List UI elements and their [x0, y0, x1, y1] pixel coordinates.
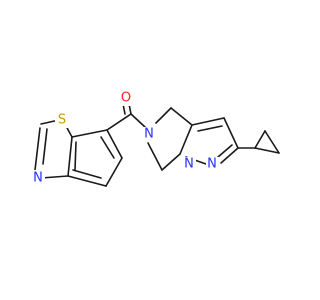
bond: [130, 113, 146, 128]
bond: [34, 127, 41, 171]
bond: [71, 129, 108, 138]
atom-label-n-amide: N: [144, 127, 154, 142]
atom-layer: S N O N N N: [32, 91, 219, 186]
bond: [106, 113, 132, 131]
bond: [254, 147, 280, 154]
amide-nitrogen-atom: N: [142, 127, 155, 142]
atom-label-n-thiazole: N: [33, 171, 43, 186]
bond: [220, 147, 239, 164]
bond: [179, 124, 193, 155]
bond: [264, 130, 280, 154]
bond: [72, 169, 102, 179]
bond: [106, 129, 123, 159]
bond: [197, 125, 223, 132]
atom-label-s: S: [58, 113, 66, 128]
bond-layer: [34, 103, 280, 187]
bond: [100, 136, 115, 159]
pyrazole-nitrogen-atom-2: N: [206, 157, 219, 172]
bond: [67, 136, 73, 177]
bond: [105, 157, 123, 187]
bond: [147, 142, 163, 171]
bond: [74, 141, 77, 171]
bond: [161, 153, 181, 171]
bond: [40, 175, 69, 179]
bond: [67, 175, 107, 187]
atom-label-n-pyrazole-1: N: [184, 157, 194, 172]
atom-label-n-pyrazole-2: N: [207, 157, 217, 172]
bond: [155, 107, 172, 124]
bond: [191, 117, 225, 126]
bond: [254, 130, 266, 149]
pyrazole-nitrogen-atom-1: N: [183, 157, 196, 172]
bond: [223, 117, 239, 149]
oxygen-atom: O: [119, 91, 132, 106]
sulfur-atom: S: [55, 113, 68, 128]
bond: [217, 144, 233, 158]
bond: [42, 128, 48, 165]
thiazole-nitrogen-atom: N: [32, 170, 45, 186]
bond: [170, 107, 193, 126]
molecule-structure: S N O N N N: [32, 91, 280, 187]
atom-label-o: O: [121, 91, 131, 106]
